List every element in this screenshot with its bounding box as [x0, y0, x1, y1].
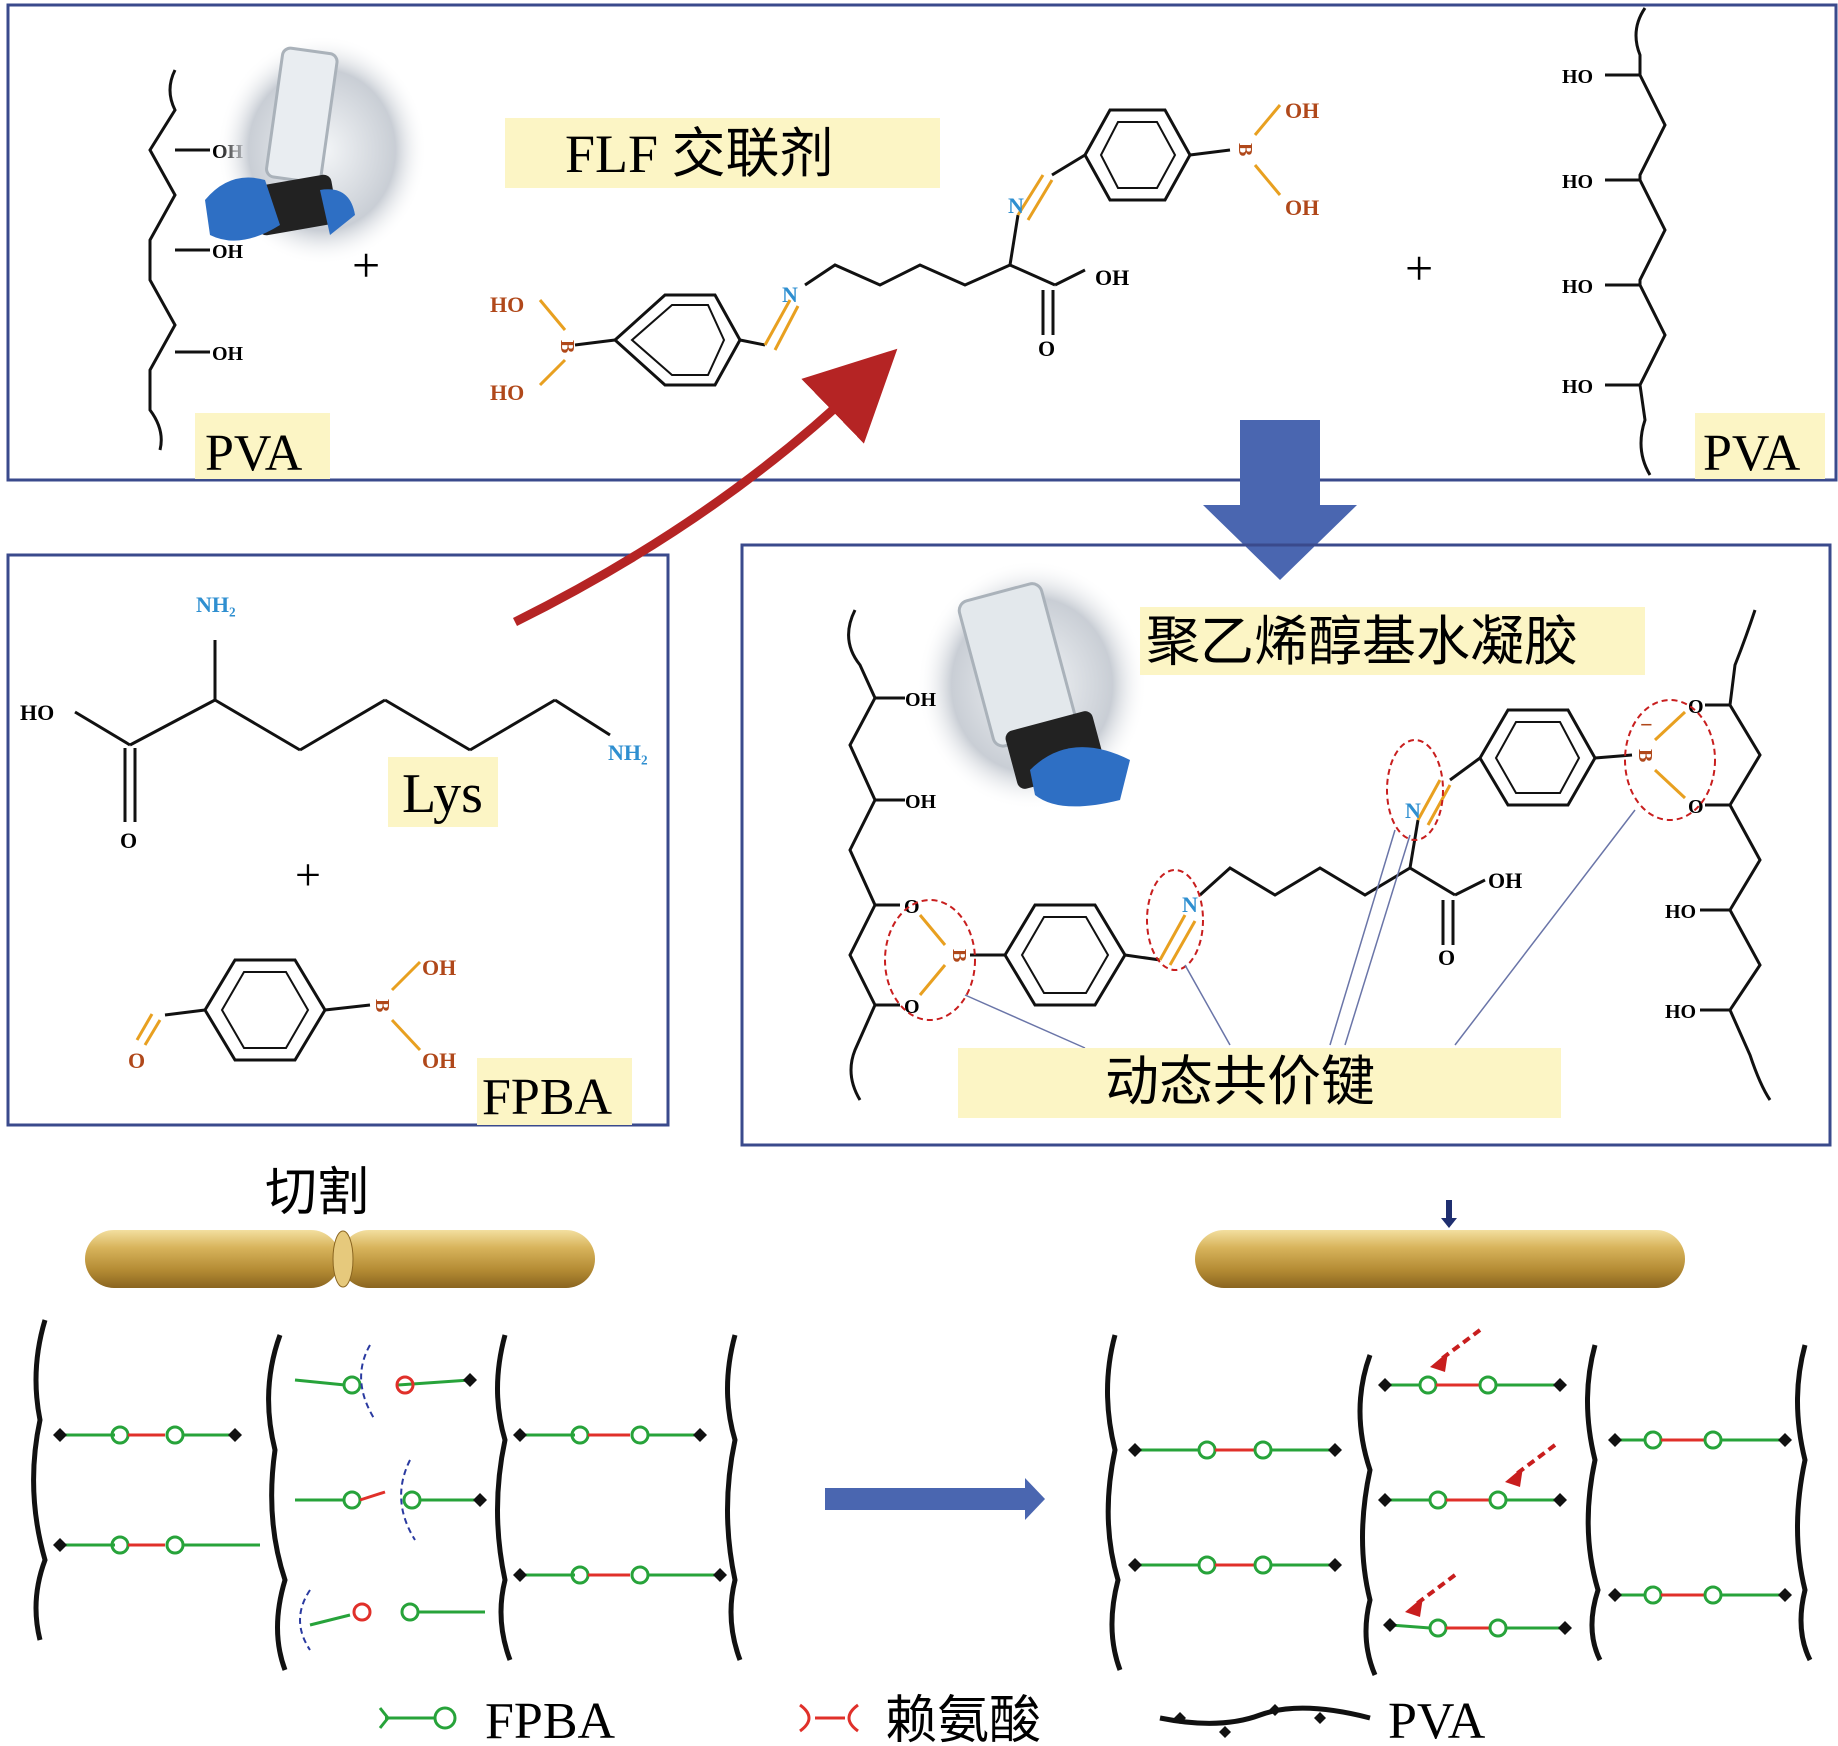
nitrogen-label: N — [1405, 798, 1421, 823]
o-label: O — [1038, 336, 1055, 361]
boron-label: B — [948, 949, 970, 962]
legend-lysine-label: 赖氨酸 — [885, 1691, 1041, 1746]
crosslinker-title-highlight — [505, 118, 940, 188]
crosslinker-title: FLF 交联剂 — [565, 124, 834, 184]
red-curved-arrow — [512, 348, 898, 627]
dynamic-bond-highlight — [958, 1048, 1561, 1118]
flf-crosslinker-structure — [538, 104, 1282, 387]
ho-label: HO — [1665, 1001, 1696, 1023]
vial-photo-liquid — [205, 35, 427, 265]
legend-pva-symbol — [1159, 1704, 1371, 1738]
oh-label: OH — [905, 689, 937, 711]
ho-label: HO — [490, 292, 524, 317]
dynamic-bond-markers — [884, 699, 1716, 1021]
network-healed — [1105, 1328, 1813, 1676]
cut-rods — [85, 1230, 595, 1288]
pva-chain-c-left — [847, 609, 905, 1101]
panel-c-frame — [740, 543, 1832, 1147]
pva-chain-c-right — [1700, 609, 1772, 1101]
oh-label: OH — [1488, 868, 1522, 893]
oh-label: OH — [1285, 98, 1319, 123]
lys-highlight — [388, 757, 498, 827]
pva-label-right: PVA — [1703, 425, 1801, 482]
ho-label: HO — [20, 700, 54, 725]
nitrogen-label: N — [1008, 193, 1024, 218]
transition-arrow — [825, 1478, 1045, 1520]
down-arrow — [1203, 420, 1357, 580]
legend-fpba-label: FPBA — [485, 1693, 616, 1746]
nitrogen-label: N — [782, 282, 798, 307]
ho-label: HO — [490, 380, 524, 405]
boron-label: B — [556, 340, 578, 353]
cut-label: 切割 — [265, 1165, 369, 1222]
nh2-label: NH₂ — [608, 740, 648, 765]
legend-fpba-symbol — [378, 1706, 457, 1730]
legend-lysine-symbol — [799, 1703, 859, 1733]
plus-sign: + — [1405, 240, 1433, 296]
oh-label: OH — [422, 1048, 456, 1073]
pva-label-left: PVA — [205, 425, 303, 482]
ho-label: HO — [1562, 376, 1593, 398]
oh-label: OH — [1095, 265, 1129, 290]
boron-label: B — [1634, 749, 1656, 762]
ho-label: HO — [1562, 276, 1593, 298]
o-label: O — [120, 828, 137, 853]
o-label: O — [1688, 796, 1704, 818]
boron-label: B — [371, 999, 393, 1012]
o-label: O — [904, 996, 920, 1018]
oh-label: OH — [212, 343, 244, 365]
dynamic-bond-label: 动态共价键 — [1105, 1052, 1375, 1112]
lysine-structure — [74, 640, 611, 822]
nitrogen-label: N — [1182, 892, 1198, 917]
oh-label: OH — [905, 791, 937, 813]
fpba-structure — [135, 958, 422, 1062]
boron-label: B — [1234, 143, 1256, 156]
oh-label: OH — [1285, 195, 1319, 220]
oh-label: OH — [212, 241, 244, 263]
vial-photo-gel — [917, 560, 1147, 810]
ho-label: HO — [1562, 171, 1593, 193]
pva-chain-left — [148, 69, 210, 451]
pva-right-highlight — [1695, 413, 1825, 479]
minus-sign: − — [1640, 712, 1653, 737]
o-label: O — [1688, 696, 1704, 718]
panel-b-frame — [6, 553, 670, 1127]
legend-pva-label: PVA — [1388, 1693, 1486, 1746]
oh-label: OH — [422, 955, 456, 980]
healed-rod — [1195, 1200, 1685, 1288]
nh2-label: NH₂ — [196, 592, 236, 617]
network-cut — [31, 1319, 743, 1671]
o-label: O — [904, 896, 920, 918]
ho-label: HO — [1665, 901, 1696, 923]
crosslinked-structure — [918, 708, 1687, 1007]
pva-left-highlight — [195, 413, 330, 479]
hydrogel-title-highlight — [1140, 607, 1645, 675]
plus-sign: + — [295, 849, 321, 900]
plus-sign: + — [352, 237, 380, 293]
fpba-highlight — [477, 1058, 632, 1125]
hydrogel-title: 聚乙烯醇基水凝胶 — [1146, 612, 1578, 672]
pva-chain-right — [1605, 7, 1667, 476]
o-label: O — [128, 1048, 145, 1073]
pointer-lines — [964, 809, 1636, 1049]
o-label: O — [1438, 945, 1455, 970]
fpba-label: FPBA — [482, 1069, 613, 1126]
panel-a-frame — [6, 3, 1838, 482]
ho-label: HO — [1562, 66, 1593, 88]
lys-label: Lys — [402, 763, 483, 825]
